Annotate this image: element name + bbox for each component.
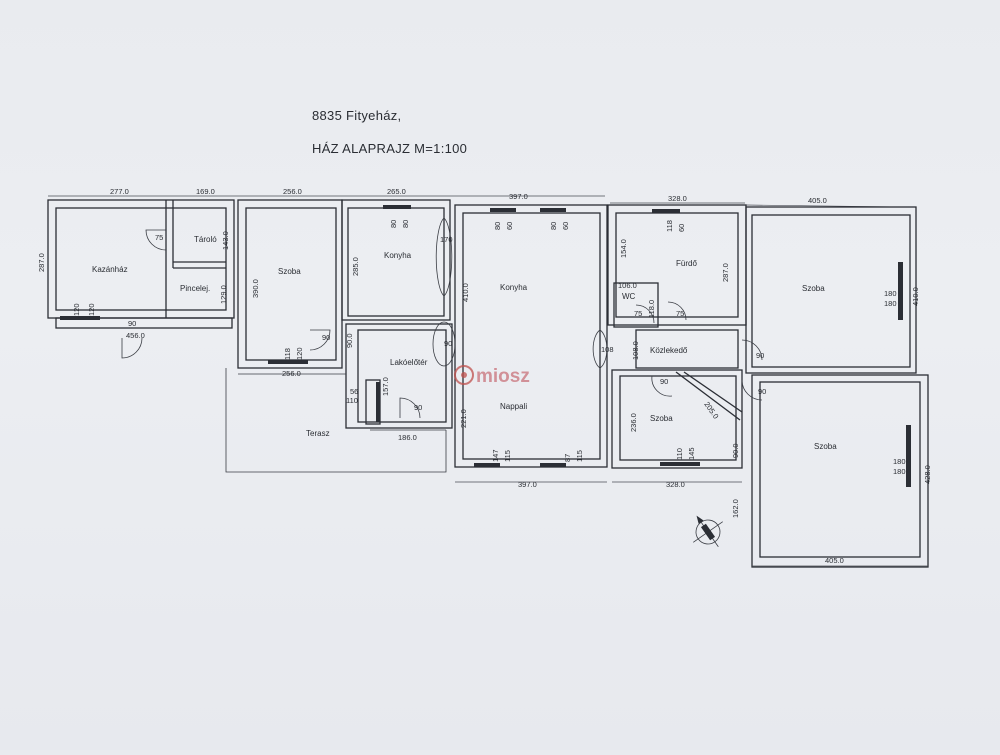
- dim-window-nappali-b2: 115: [575, 450, 584, 462]
- room-label-wc: WC: [622, 292, 636, 301]
- dim-lakoeloter-56: 56: [350, 387, 358, 396]
- dim-konyha2-height: 410.0: [461, 283, 470, 302]
- dim-wc-width: 106.0: [618, 281, 637, 290]
- dim-furdo-left-height: 154.0: [619, 239, 628, 258]
- dim-window-konyha2-b2: 60: [561, 222, 570, 230]
- dim-szoba-left-height: 390.0: [251, 279, 260, 298]
- room-label-szoba-right-upper: Szoba: [802, 284, 825, 293]
- dim-nappali-height: 221.0: [459, 409, 468, 428]
- dim-window-right-upper-a: 180: [884, 289, 897, 298]
- windows: [60, 205, 911, 487]
- dim-door-szoba-left: 90: [322, 333, 330, 342]
- dim-kozlekedo-height: 108.0: [631, 341, 640, 360]
- room-label-konyha-1: Konyha: [384, 251, 412, 260]
- dim-window-szoba-lower-b: 145: [687, 447, 696, 460]
- dim-furdo-height: 287.0: [721, 263, 730, 282]
- dim-opening-170: 170: [440, 235, 453, 244]
- dim-door-right-lower: 90: [758, 387, 766, 396]
- room-label-pincelej: Pincelej.: [180, 284, 210, 293]
- dim-window-konyha1-a: 80: [389, 220, 398, 228]
- room-label-lakoeloter: Lakóelőtér: [390, 358, 428, 367]
- dim-kazanhaz-strip: 456.0: [126, 331, 145, 340]
- dim-szoba-lower-bottom-width: 328.0: [666, 480, 685, 489]
- room-label-nappali: Nappali: [500, 402, 527, 411]
- dim-window-right-upper-b: 180: [884, 299, 897, 308]
- room-labels: Kazánház Tároló Pincelej. Szoba Konyha K…: [92, 235, 837, 451]
- watermark-text: miosz: [476, 366, 530, 387]
- dim-door-108: 108: [601, 345, 614, 354]
- room-label-kozlekedo: Közlekedő: [650, 346, 688, 355]
- dim-szoba-right-width: 405.0: [808, 196, 827, 205]
- dim-konyha1-opening: 90.0: [345, 333, 354, 348]
- room-label-terasz: Terasz: [306, 429, 330, 438]
- top-dimension-chain: 277.0 169.0 256.0 265.0 397.0 328.0 405.…: [48, 187, 904, 208]
- dim-window-szoba-lower-a: 110: [675, 448, 684, 460]
- dim-door-wc: 75: [634, 309, 642, 318]
- room-label-szoba-left: Szoba: [278, 267, 301, 276]
- dim-window-szoba-left-a: 118: [283, 348, 292, 360]
- dim-szoba-lower-height: 236.0: [629, 413, 638, 432]
- dim-door-tarolo: 75: [155, 233, 163, 242]
- dim-window-nappali-a2: 115: [503, 450, 512, 462]
- room-label-szoba-lower-middle: Szoba: [650, 414, 673, 423]
- watermark-logo: miosz: [454, 365, 530, 387]
- dim-szoba-right-lower-height: 428.0: [923, 465, 932, 484]
- dim-window-right-lower-b: 180: [893, 467, 906, 476]
- dim-lakoeloter-110: 110: [346, 396, 358, 405]
- dim-window-szoba-left-b: 120: [295, 347, 304, 360]
- dim-lakoeloter-bottom: 186.0: [398, 433, 417, 442]
- dim-window-konyha1-b: 80: [401, 220, 410, 228]
- room-label-furdo: Fürdő: [676, 259, 697, 268]
- room-label-konyha-2: Konyha: [500, 283, 528, 292]
- dim-door-lakoeloter: 90: [444, 339, 452, 348]
- dim-terasz-top: 256.0: [282, 369, 301, 378]
- dim-window-furdo-a: 118: [665, 220, 674, 232]
- bottom-dimension-lines: [455, 481, 928, 567]
- dim-wc-height: 118.0: [647, 300, 656, 318]
- dim-window-nappali-a1: 147: [491, 449, 500, 462]
- north-arrow-icon: [693, 515, 723, 547]
- dim-window-right-lower-a: 180: [893, 457, 906, 466]
- dim-window-furdo-b: 60: [677, 224, 686, 232]
- dim-kazanhaz-height: 287.0: [37, 253, 46, 272]
- dim-nappali-bottom-width: 397.0: [518, 480, 537, 489]
- dim-door-right-upper: 90: [756, 351, 764, 360]
- dim-konyha1-width: 265.0: [387, 187, 406, 196]
- dim-szoba-right-upper-height: 410.0: [911, 287, 920, 306]
- dim-furdo-width: 328.0: [668, 194, 687, 203]
- dim-pincelej-height: 129.0: [219, 285, 228, 304]
- dim-door-furdo: 75: [676, 309, 684, 318]
- dim-window-kazanhaz-a: 120: [72, 303, 81, 316]
- dim-szoba-lower-side: 90.0: [731, 443, 740, 458]
- dim-szoba1-width: 256.0: [283, 187, 302, 196]
- dim-door-szoba-lower: 90: [660, 377, 668, 386]
- dim-door-terasz: 90: [414, 403, 422, 412]
- dim-konyha1-height: 285.0: [351, 257, 360, 276]
- dim-window-konyha2-a2: 60: [505, 222, 514, 230]
- dim-window-konyha2-b1: 80: [549, 222, 558, 230]
- dim-lakoeloter-height: 157.0: [381, 377, 390, 396]
- dim-konyha2-width: 397.0: [509, 192, 528, 201]
- interior-dimensions: 287.0 75 143.0 129.0 120 120 90 456.0 39…: [37, 220, 932, 565]
- plan-title-scale: HÁZ ALAPRAJZ M=1:100: [312, 141, 467, 156]
- dim-window-kazanhaz-b: 120: [87, 303, 96, 316]
- dim-tarolo-height: 143.0: [221, 231, 230, 250]
- doors: [121, 217, 763, 419]
- room-label-tarolo: Tároló: [194, 235, 217, 244]
- dim-szoba-right-lower-width: 405.0: [825, 556, 844, 565]
- dim-tarolo-width: 169.0: [196, 187, 215, 196]
- dim-right-lower-side: 162.0: [731, 499, 740, 518]
- dim-window-nappali-b1: 87: [563, 454, 572, 462]
- dim-door-kazanhaz: 90: [128, 319, 136, 328]
- dim-window-konyha2-a1: 80: [493, 222, 502, 230]
- room-label-kazanhaz: Kazánház: [92, 265, 128, 274]
- plan-title-address: 8835 Fityeház,: [312, 108, 401, 123]
- room-label-szoba-right-lower: Szoba: [814, 442, 837, 451]
- dim-kazanhaz-width: 277.0: [110, 187, 129, 196]
